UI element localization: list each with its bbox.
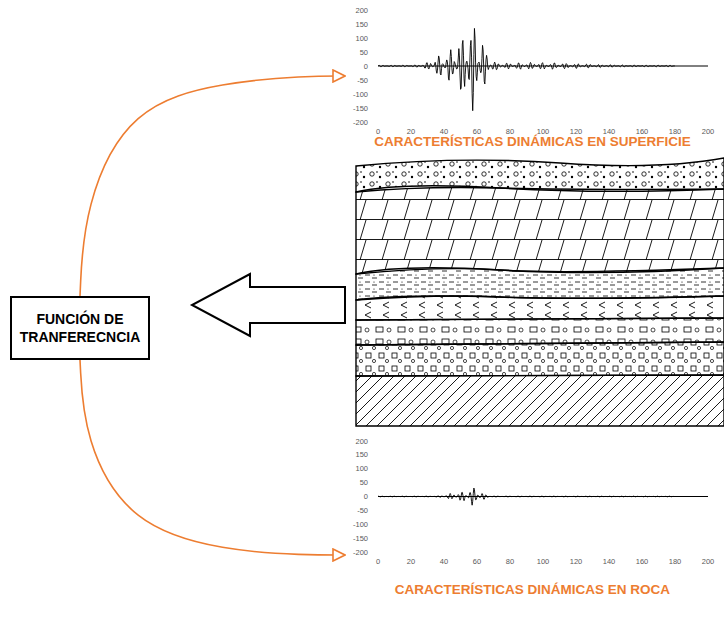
axis-tick-label: 200 bbox=[702, 557, 715, 566]
axis-tick-label: -50 bbox=[357, 506, 368, 515]
axis-tick-label: 120 bbox=[570, 557, 583, 566]
axis-tick-label: 200 bbox=[355, 437, 368, 446]
axis-tick-label: -150 bbox=[353, 104, 368, 113]
axis-tick-label: 50 bbox=[360, 478, 368, 487]
box-title: FUNCIÓN DE TRANFERECNCIA bbox=[18, 310, 142, 346]
axis-tick-label: 140 bbox=[603, 557, 616, 566]
axis-tick-label: -200 bbox=[353, 548, 368, 557]
axis-tick-label: 160 bbox=[636, 557, 649, 566]
axis-tick-label: 200 bbox=[702, 127, 715, 136]
axis-tick-label: 0 bbox=[364, 492, 368, 501]
surface-record: CARACTERÍSTICAS DINÁMICAS EN SUPERFICIE bbox=[345, 4, 720, 152]
bedrock-layer bbox=[356, 375, 724, 426]
axis-tick-label: 20 bbox=[407, 557, 415, 566]
axis-tick-label: 180 bbox=[669, 557, 682, 566]
rock-block-layer bbox=[356, 188, 724, 275]
conglomerate-layer bbox=[356, 318, 724, 345]
axis-tick-label: 100 bbox=[355, 34, 368, 43]
gravel-layer bbox=[356, 158, 724, 192]
orange-curved-arrow bbox=[80, 76, 345, 296]
axis-tick-label: 150 bbox=[355, 20, 368, 29]
axis-tick-label: 100 bbox=[355, 464, 368, 473]
seismogram-trace bbox=[378, 488, 675, 505]
orange-curved-arrow bbox=[80, 360, 345, 555]
record-caption: CARACTERÍSTICAS DINÁMICAS EN ROCA bbox=[345, 582, 720, 598]
axis-tick-label: 0 bbox=[376, 557, 380, 566]
rock-record: CARACTERÍSTICAS DINÁMICAS EN ROCA bbox=[345, 432, 720, 600]
transfer-function-box: FUNCIÓN DE TRANFERECNCIA bbox=[10, 296, 150, 360]
axis-tick-label: 80 bbox=[506, 557, 514, 566]
axis-tick-label: -100 bbox=[353, 90, 368, 99]
axis-tick-label: 150 bbox=[355, 450, 368, 459]
axis-tick-label: -200 bbox=[353, 118, 368, 127]
axis-tick-label: -50 bbox=[357, 76, 368, 85]
hollow-arrow bbox=[192, 274, 345, 336]
seismograms bbox=[378, 28, 708, 505]
axis-tick-label: 40 bbox=[440, 557, 448, 566]
volcanic-layer bbox=[356, 296, 724, 320]
axis-tick-label: 100 bbox=[537, 557, 550, 566]
axis-tick-label: -100 bbox=[353, 520, 368, 529]
sand-layer bbox=[356, 268, 724, 300]
coarse-gravel-layer bbox=[356, 342, 724, 376]
axis-tick-label: 0 bbox=[364, 62, 368, 71]
axis-tick-label: 60 bbox=[473, 557, 481, 566]
record-caption: CARACTERÍSTICAS DINÁMICAS EN SUPERFICIE bbox=[345, 134, 720, 150]
axis-tick-label: -150 bbox=[353, 534, 368, 543]
soil-layers bbox=[356, 158, 724, 426]
axis-tick-label: 50 bbox=[360, 48, 368, 57]
axis-tick-label: 200 bbox=[355, 6, 368, 15]
seismogram-trace bbox=[378, 28, 675, 110]
